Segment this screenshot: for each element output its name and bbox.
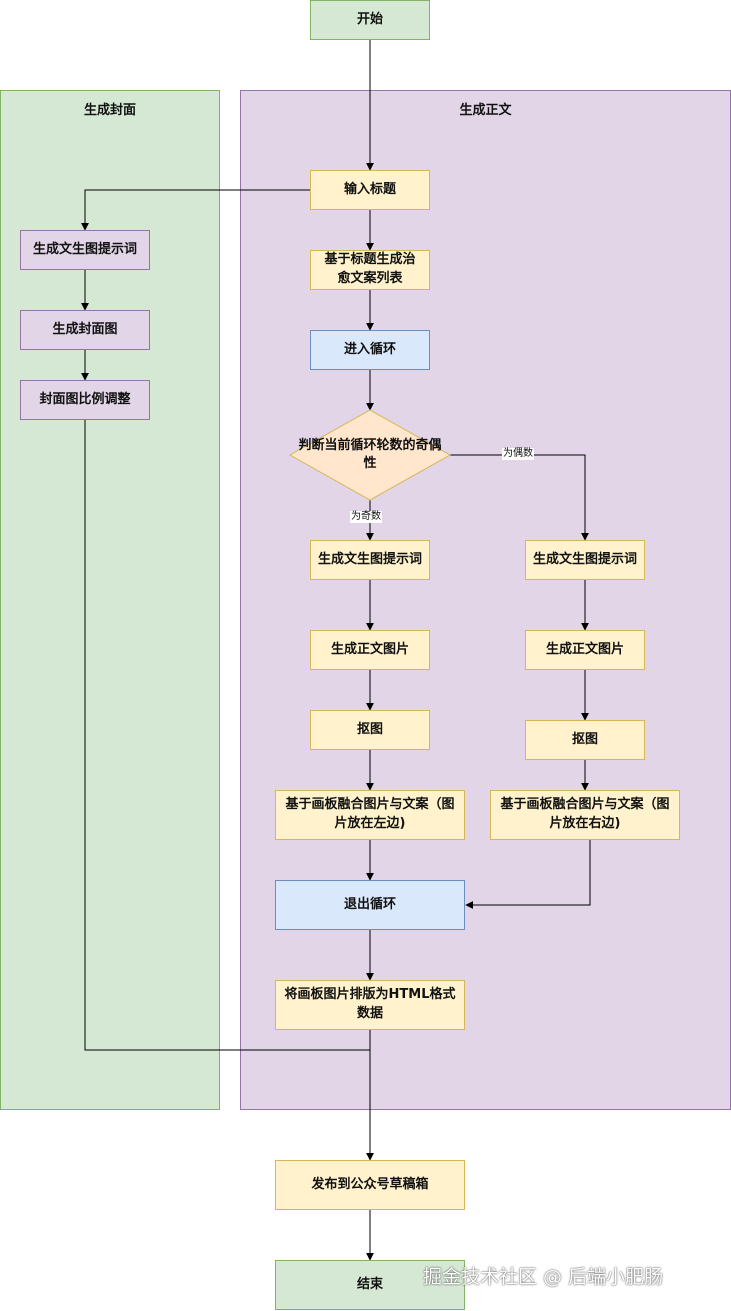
node-cover-image[interactable]: 生成封面图 xyxy=(20,310,150,350)
lane-body-title: 生成正文 xyxy=(459,103,512,118)
node-exit-loop[interactable]: 退出循环 xyxy=(275,880,465,930)
lane-cover-title: 生成封面 xyxy=(83,103,136,118)
edge-label-odd: 为奇数 xyxy=(350,511,382,523)
node-odd-image[interactable]: 生成正文图片 xyxy=(310,630,430,670)
node-judge-parity[interactable]: 判断当前循环轮数的奇偶性 xyxy=(298,437,442,471)
edge-ratio-publish xyxy=(84,420,370,1051)
node-even-matting[interactable]: 抠图 xyxy=(525,720,645,760)
node-odd-matting[interactable]: 抠图 xyxy=(310,710,430,750)
node-even-image[interactable]: 生成正文图片 xyxy=(525,630,645,670)
node-publish[interactable]: 发布到公众号草稿箱 xyxy=(275,1160,465,1210)
node-start[interactable]: 开始 xyxy=(310,0,430,40)
edge-label-even: 为偶数 xyxy=(502,448,534,460)
node-gen-copy-list[interactable]: 基于标题生成治愈文案列表 xyxy=(310,250,430,290)
node-to-html[interactable]: 将画板图片排版为HTML格式数据 xyxy=(275,980,465,1030)
node-odd-merge[interactable]: 基于画板融合图片与文案（图片放在左边) xyxy=(275,790,465,840)
node-even-merge[interactable]: 基于画板融合图片与文案（图片放在右边) xyxy=(490,790,680,840)
edge-input-coverprompt xyxy=(81,189,310,231)
edge-evenmerge-exit xyxy=(465,840,591,909)
watermark: 掘金技术社区 @ 后端小肥肠 xyxy=(423,1266,664,1288)
node-cover-ratio[interactable]: 封面图比例调整 xyxy=(20,380,150,420)
node-input-title[interactable]: 输入标题 xyxy=(310,170,430,210)
node-cover-prompt[interactable]: 生成文生图提示词 xyxy=(20,230,150,270)
judge-diamond-shape xyxy=(288,409,452,501)
edge-judge-even xyxy=(450,454,589,541)
node-enter-loop[interactable]: 进入循环 xyxy=(310,330,430,370)
node-odd-prompt[interactable]: 生成文生图提示词 xyxy=(310,540,430,580)
node-end[interactable]: 结束 xyxy=(275,1260,465,1310)
node-even-prompt[interactable]: 生成文生图提示词 xyxy=(525,540,645,580)
